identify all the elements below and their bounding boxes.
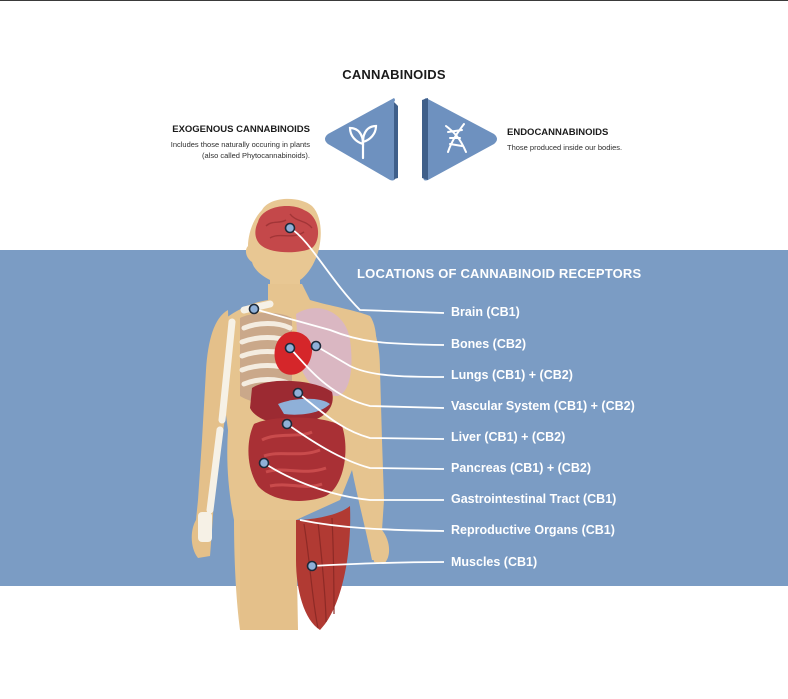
- marker-liver: [292, 387, 304, 399]
- intestines: [248, 417, 346, 501]
- connector-lines: [253, 227, 445, 567]
- endogenous-heading: ENDOCANNABINOIDS: [507, 127, 609, 138]
- marker-muscles: [306, 560, 318, 572]
- exogenous-line-1: Includes those naturally occuring in pla…: [170, 140, 310, 149]
- label-brain: Brain (CB1): [451, 305, 520, 319]
- exogenous-block: EXOGENOUS CANNABINOIDS Includes those na…: [80, 124, 310, 161]
- label-vascular: Vascular System (CB1) + (CB2): [451, 399, 635, 413]
- hand-bones: [198, 512, 212, 542]
- heart: [274, 331, 313, 375]
- exogenous-line-2: (also called Phytocannabinoids).: [202, 151, 310, 160]
- label-liver: Liver (CB1) + (CB2): [451, 430, 566, 444]
- label-lungs: Lungs (CB1) + (CB2): [451, 368, 573, 382]
- marker-bones: [248, 303, 260, 315]
- dna-helix-icon: [422, 98, 497, 181]
- marker-pancreas: [281, 418, 293, 430]
- label-pancreas: Pancreas (CB1) + (CB2): [451, 461, 591, 475]
- marker-gastrointestinal: [258, 457, 270, 469]
- page-title: CANNABINOIDS: [342, 67, 446, 82]
- marker-brain: [284, 222, 296, 234]
- receptor-markers: [248, 222, 322, 572]
- lungs: [296, 308, 352, 396]
- label-gastrointestinal: Gastrointestinal Tract (CB1): [451, 492, 617, 506]
- label-muscles: Muscles (CB1): [451, 555, 538, 569]
- label-bones: Bones (CB2): [451, 337, 527, 351]
- top-rule: [0, 0, 788, 1]
- plant-sprout-icon: [325, 98, 398, 181]
- endogenous-line-1: Those produced inside our bodies.: [507, 143, 623, 152]
- label-reproductive: Reproductive Organs (CB1): [451, 523, 615, 537]
- exogenous-heading: EXOGENOUS CANNABINOIDS: [172, 124, 310, 135]
- vascular-vessel: [278, 398, 330, 415]
- marker-lungs: [310, 340, 322, 352]
- marker-vascular: [284, 342, 296, 354]
- endogenous-block: ENDOCANNABINOIDS Those produced inside o…: [507, 127, 737, 153]
- receptors-title: LOCATIONS OF CANNABINOID RECEPTORS: [357, 266, 642, 281]
